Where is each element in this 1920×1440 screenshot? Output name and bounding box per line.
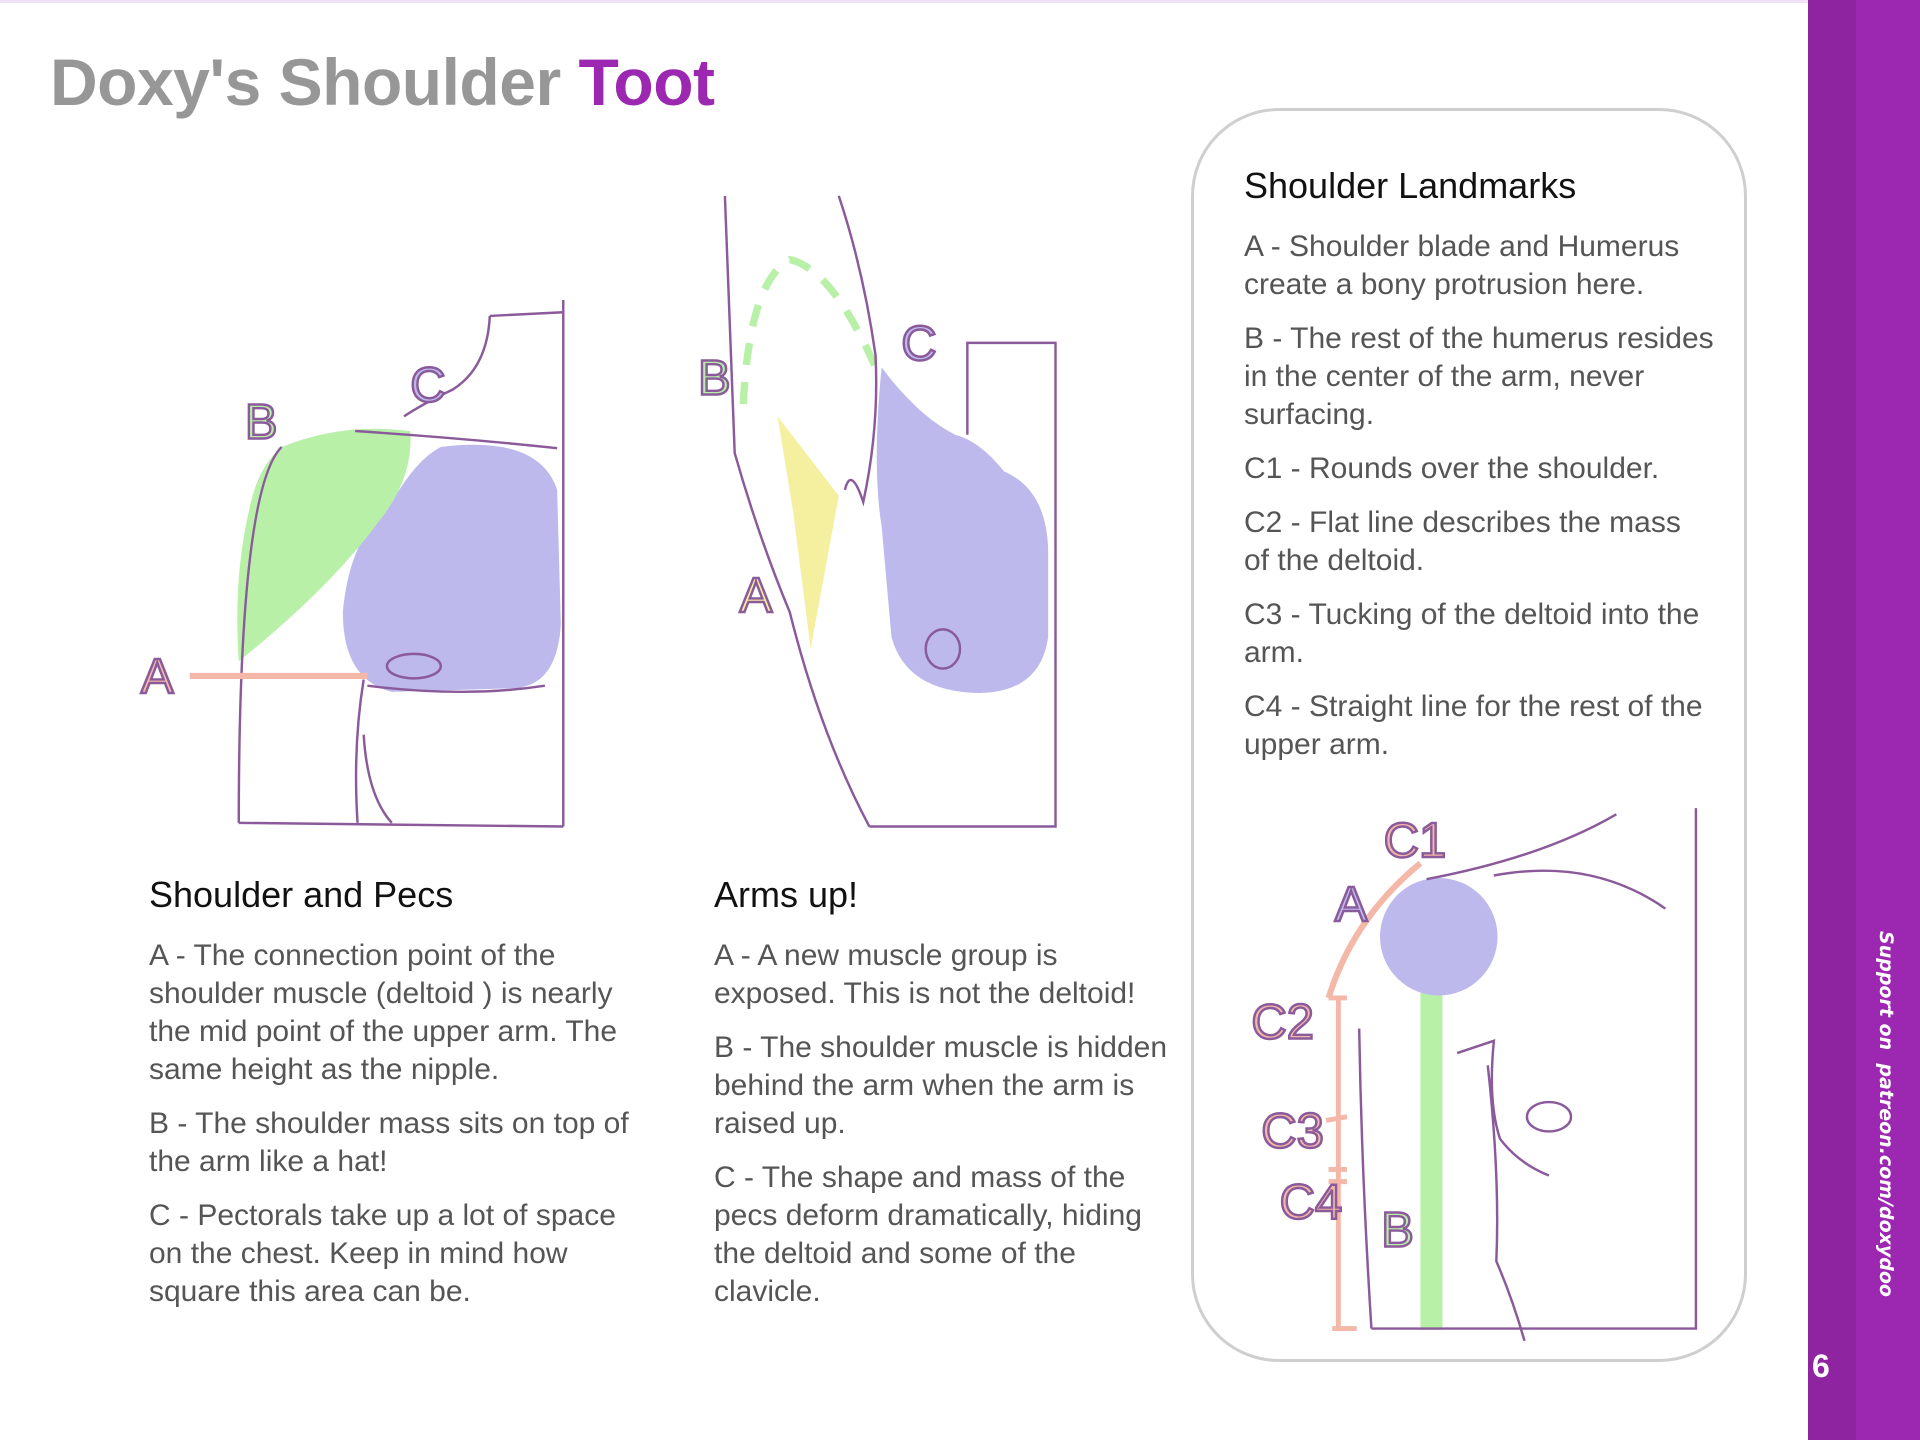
bottom-line [238,821,564,828]
contour-c [1325,860,1423,999]
paragraph: A - Shoulder blade and Humerus create a … [1244,230,1680,301]
neck-line [403,311,564,418]
paragraph: B - The shoulder mass sits on top of the… [149,1107,629,1178]
drawing-shoulder-and-pecs: A B C [140,300,565,828]
sidebar-strip-dark [1808,0,1856,1440]
drawing-arms-up: B C A [697,195,1057,828]
pec-blob [876,367,1049,694]
hidden-deltoid [739,255,879,405]
nipple-2 [924,628,962,670]
paragraph: C4 - Straight line for the rest of the u… [1244,690,1703,761]
deltoid-blob [237,428,411,662]
paragraph: C1 - Rounds over the shoulder. [1244,452,1660,485]
label-a: A [740,569,773,623]
sidebar-strip [1856,0,1920,1440]
label-b: B [1381,1204,1414,1258]
label-c1: C1 [1384,814,1447,868]
drawing-landmarks: C1 A C2 C3 C4 B [1250,808,1698,1342]
neck-box [869,341,1057,828]
paragraph: C2 - Flat line describes the mass of the… [1244,506,1681,577]
body-right [1371,808,1698,1330]
humerus-head [1380,877,1498,996]
label-c: C [410,359,445,413]
label-a: A [1335,878,1368,932]
section-heading: Arms up! [714,874,859,915]
arm-line [1357,1028,1373,1329]
armpit [1456,1039,1550,1342]
top-border [0,0,1808,3]
label-c4: C4 [1280,1175,1343,1229]
section-shoulder-and-pecs: Shoulder and Pecs A - The connection poi… [149,873,629,1327]
section-heading: Shoulder Landmarks [1244,165,1577,206]
arm-front [837,195,878,507]
label-b: B [245,395,278,449]
label-c: C [901,317,936,371]
chest-blob [342,444,561,692]
humerus-line [1420,991,1443,1330]
page-title: Doxy's Shoulder Toot [50,44,715,120]
landmarks-panel [1191,108,1747,1362]
label-c2: C2 [1251,995,1314,1049]
arm-outer [237,446,283,823]
arm-inner [354,679,393,824]
paragraph: A - A new muscle group is exposed. This … [714,939,1136,1010]
patreon-link[interactable]: Support on patreon.com/doxydoo [1875,931,1897,1297]
new-muscle [777,416,839,649]
paragraph: B - The shoulder muscle is hidden behind… [714,1031,1168,1140]
paragraph: C3 - Tucking of the deltoid into the arm… [1244,598,1700,669]
paragraph: C - The shape and mass of the pecs defor… [714,1161,1142,1308]
contour-vertical [1325,995,1357,1332]
page-number: 6 [1812,1348,1830,1384]
shoulder-top [1426,813,1667,910]
paragraph: A - The connection point of the shoulder… [149,939,618,1086]
label-a: A [141,650,174,704]
paragraph: C - Pectorals take up a lot of space on … [149,1199,616,1308]
shoulder-line [355,429,558,450]
nipple [385,652,443,680]
label-b: B [698,351,731,405]
section-shoulder-landmarks: Shoulder Landmarks A - Shoulder blade an… [1244,164,1714,780]
arm-back [723,195,871,828]
label-c3: C3 [1261,1104,1324,1158]
title-main: Doxy's Shoulder [50,45,579,119]
section-arms-up: Arms up! A - A new muscle group is expos… [714,873,1184,1327]
section-heading: Shoulder and Pecs [149,874,454,915]
chest-bottom [367,684,546,694]
title-accent: Toot [578,45,715,119]
nipple-3 [1525,1100,1573,1133]
paragraph: B - The rest of the humerus resides in t… [1244,322,1714,431]
